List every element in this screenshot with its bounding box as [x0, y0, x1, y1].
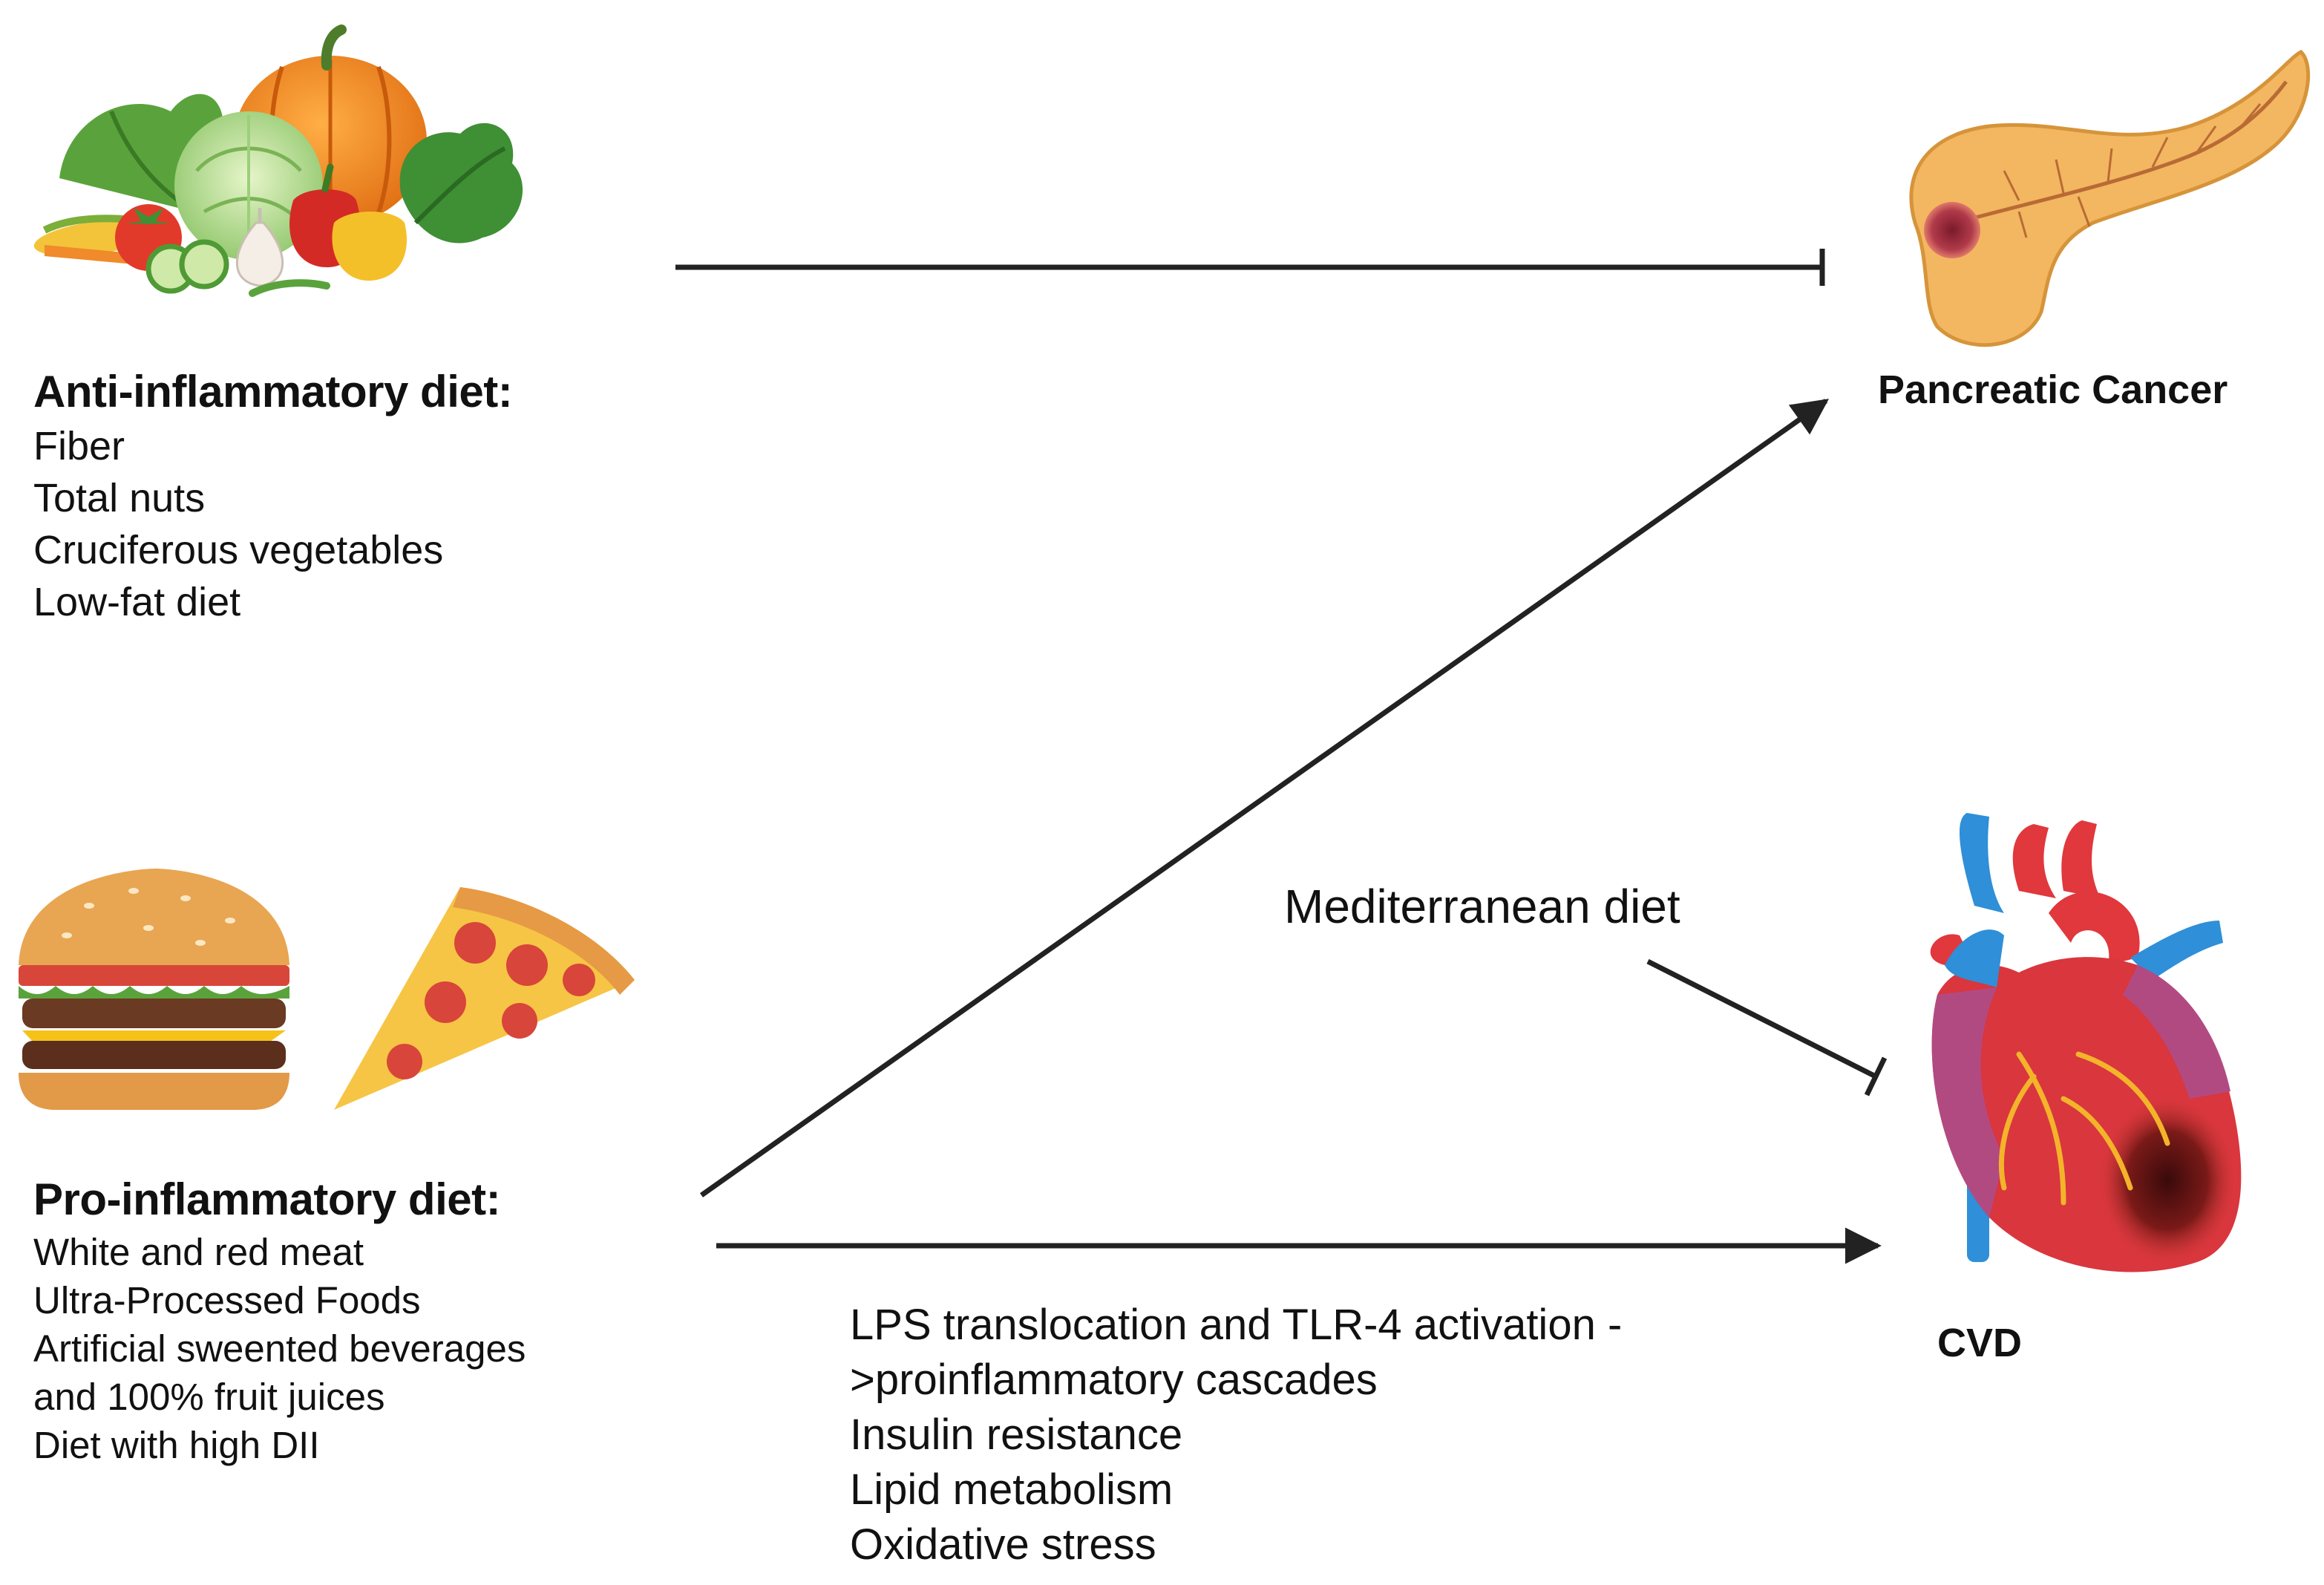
anti-item: Cruciferous vegetables	[33, 528, 444, 572]
burger-icon	[19, 869, 289, 1110]
anti-inflammatory-heading: Anti-inflammatory diet:	[33, 367, 513, 416]
pro-item: Artificial sweented beverages	[33, 1327, 526, 1370]
pizza-icon	[334, 887, 635, 1110]
pancreatic-cancer-label: Pancreatic Cancer	[1878, 367, 2228, 412]
mechanisms-list: LPS translocation and TLR-4 activation -…	[850, 1298, 1622, 1572]
pro-item: Ultra-Processed Foods	[33, 1279, 421, 1321]
vegetables-icon	[33, 24, 523, 297]
mediterranean-diet-label: Mediterranean diet	[1284, 880, 1680, 933]
anti-item: Total nuts	[33, 476, 206, 520]
heart-icon	[1930, 813, 2242, 1272]
arrow-pro-to-pancreatic	[699, 399, 1830, 1197]
anti-item: Low-fat diet	[33, 580, 241, 624]
pro-inflammatory-block: Pro-inflammatory diet: White and red mea…	[33, 1171, 526, 1469]
inhibit-arrow-mediterranean-to-cvd	[1646, 958, 1888, 1097]
inhibit-arrow-anti-to-pancreatic	[675, 249, 1825, 286]
pro-item: and 100% fruit juices	[33, 1376, 385, 1418]
mechanism-item: >proinflammatory cascades	[850, 1356, 1378, 1404]
mechanism-item: Lipid metabolism	[850, 1465, 1174, 1514]
mechanism-item: Insulin resistance	[850, 1411, 1183, 1459]
mechanism-item: Oxidative stress	[850, 1520, 1156, 1569]
cvd-label: CVD	[1937, 1321, 2023, 1365]
pro-inflammatory-heading: Pro-inflammatory diet:	[33, 1174, 501, 1224]
anti-inflammatory-block: Anti-inflammatory diet: Fiber Total nuts…	[33, 364, 513, 628]
pro-item: White and red meat	[33, 1231, 364, 1273]
pro-item: Diet with high DII	[33, 1424, 320, 1466]
pancreas-icon	[1909, 49, 2311, 347]
mechanism-item: LPS translocation and TLR-4 activation -	[850, 1301, 1623, 1349]
anti-item: Fiber	[33, 424, 125, 468]
